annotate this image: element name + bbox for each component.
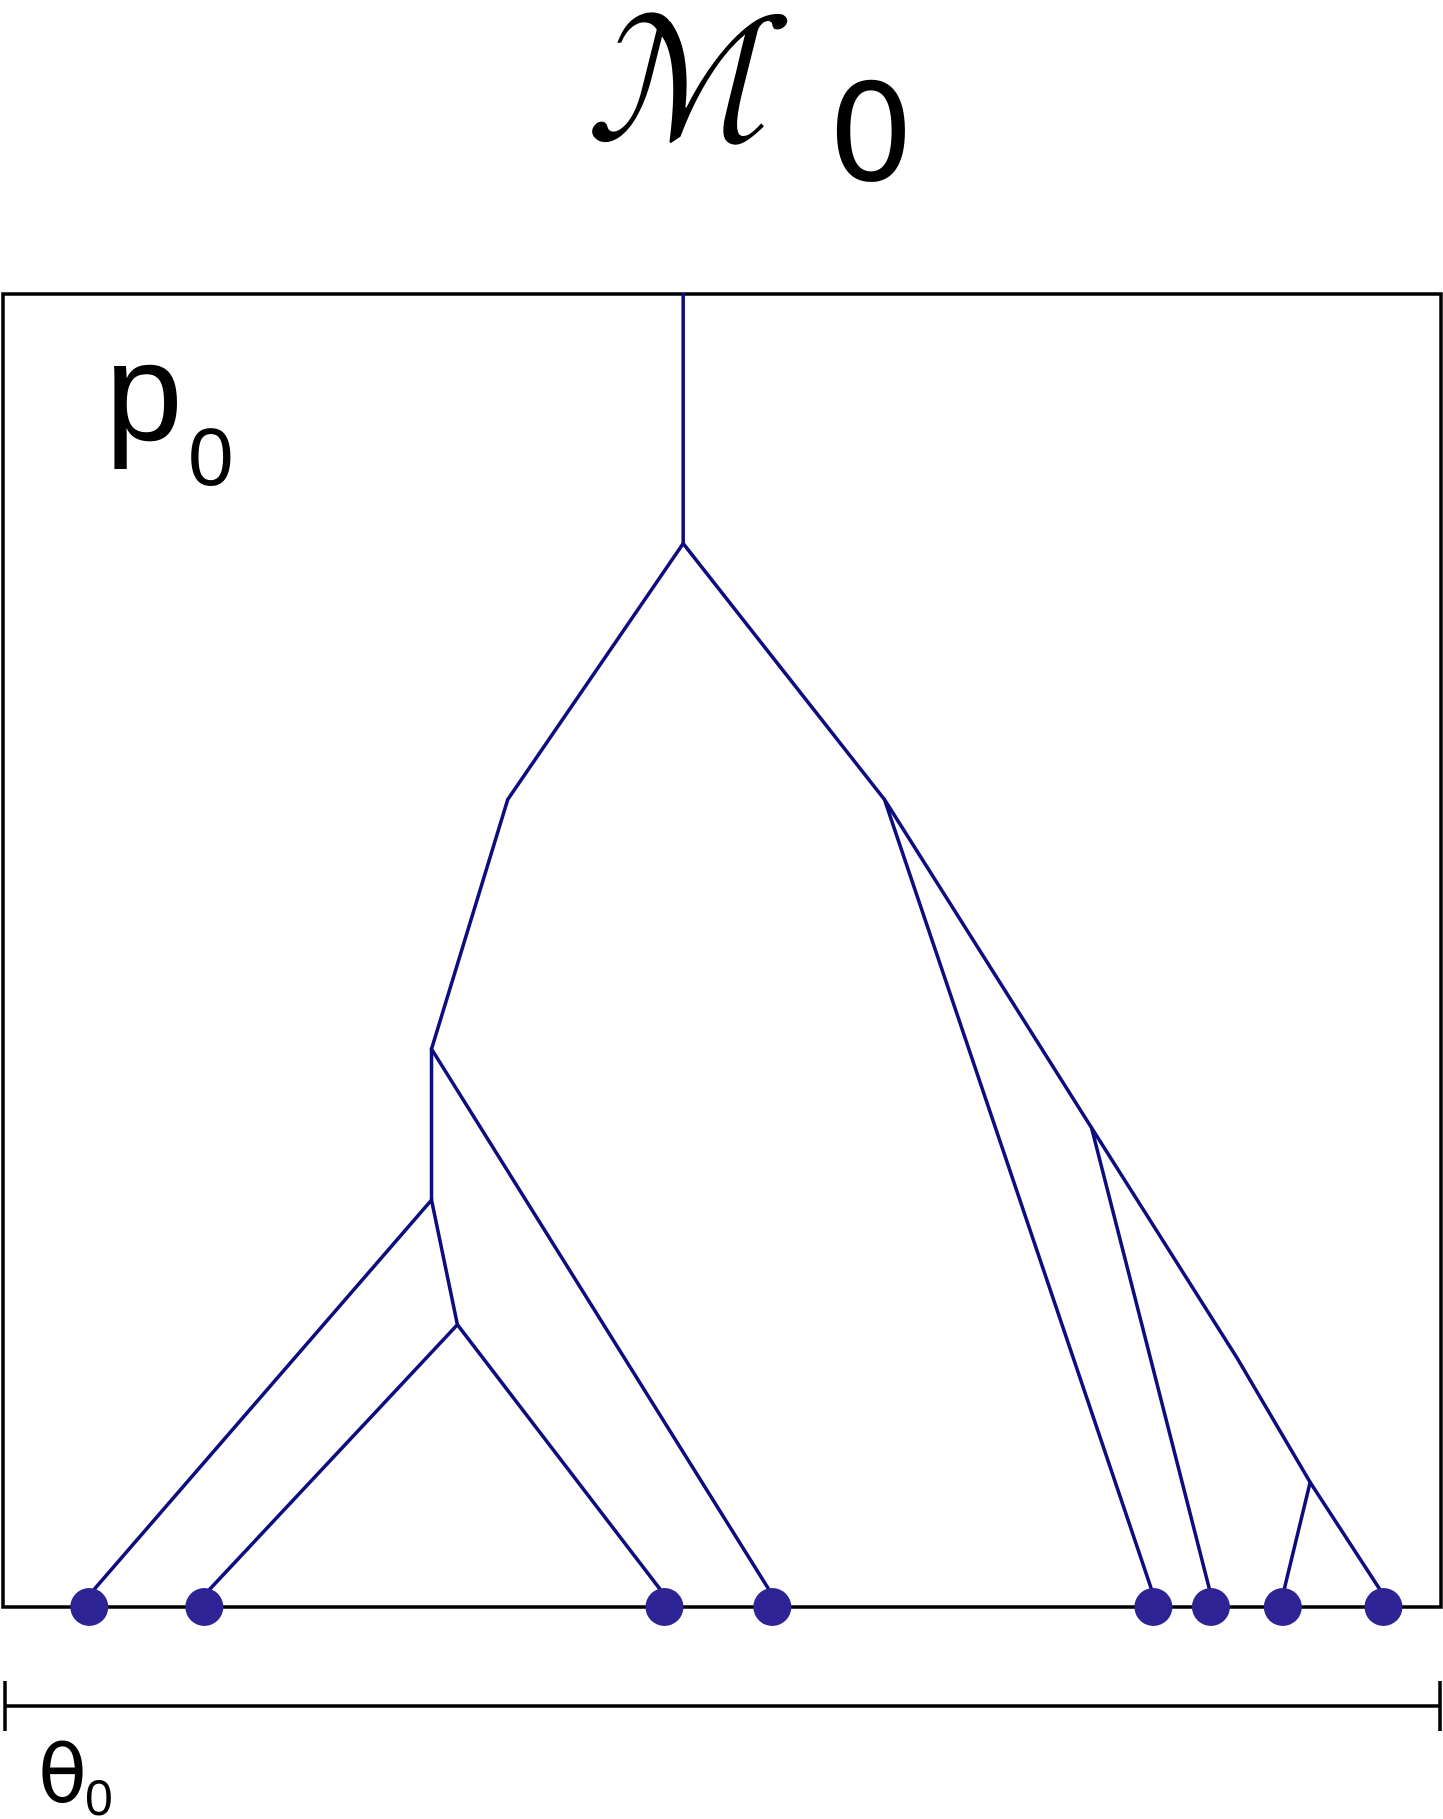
tree-edge-leaf-1 [87,1198,434,1597]
tree-edge-leaf-2 [202,1322,460,1597]
tree-edge-leaf-7 [1281,1480,1312,1597]
leaf-node-1 [70,1588,109,1626]
panel-label-p: p [105,313,183,470]
scale-bar [3,1681,1442,1731]
scale-label-theta: θ [38,1728,87,1819]
tree-edge-n7 [882,797,1094,1130]
tree-leaves [70,1588,1403,1626]
leaf-node-5 [1134,1588,1173,1626]
tree-edge-n3 [429,797,510,1051]
tree-edge-n8 [1089,1126,1239,1360]
tree-edge-n5 [429,1198,460,1327]
tree-edge-leaf-5 [882,797,1156,1597]
tree-frame [1,292,1443,1609]
leaf-node-4 [753,1588,792,1626]
tree-edge-leaf-3 [455,1322,667,1597]
scale-label-subscript: 0 [85,1770,113,1819]
tree-edge-leaf-6 [1089,1126,1213,1597]
tree-edge-n6 [681,541,887,802]
tree-edge-n9 [1235,1355,1312,1485]
leaf-node-2 [185,1588,224,1626]
panel-label-subscript: 0 [188,412,234,503]
title-subscript: 0 [828,55,914,212]
tree-edge-leaf-8 [1308,1480,1386,1597]
tree-edge-leaf-4 [429,1047,775,1597]
leaf-node-8 [1364,1588,1403,1626]
title-symbol: ℳ [585,0,788,181]
tree-edges [87,292,1386,1597]
leaf-node-3 [645,1588,684,1626]
tree-edge-n2 [505,541,685,802]
leaf-node-7 [1263,1588,1302,1626]
leaf-node-6 [1191,1588,1230,1626]
